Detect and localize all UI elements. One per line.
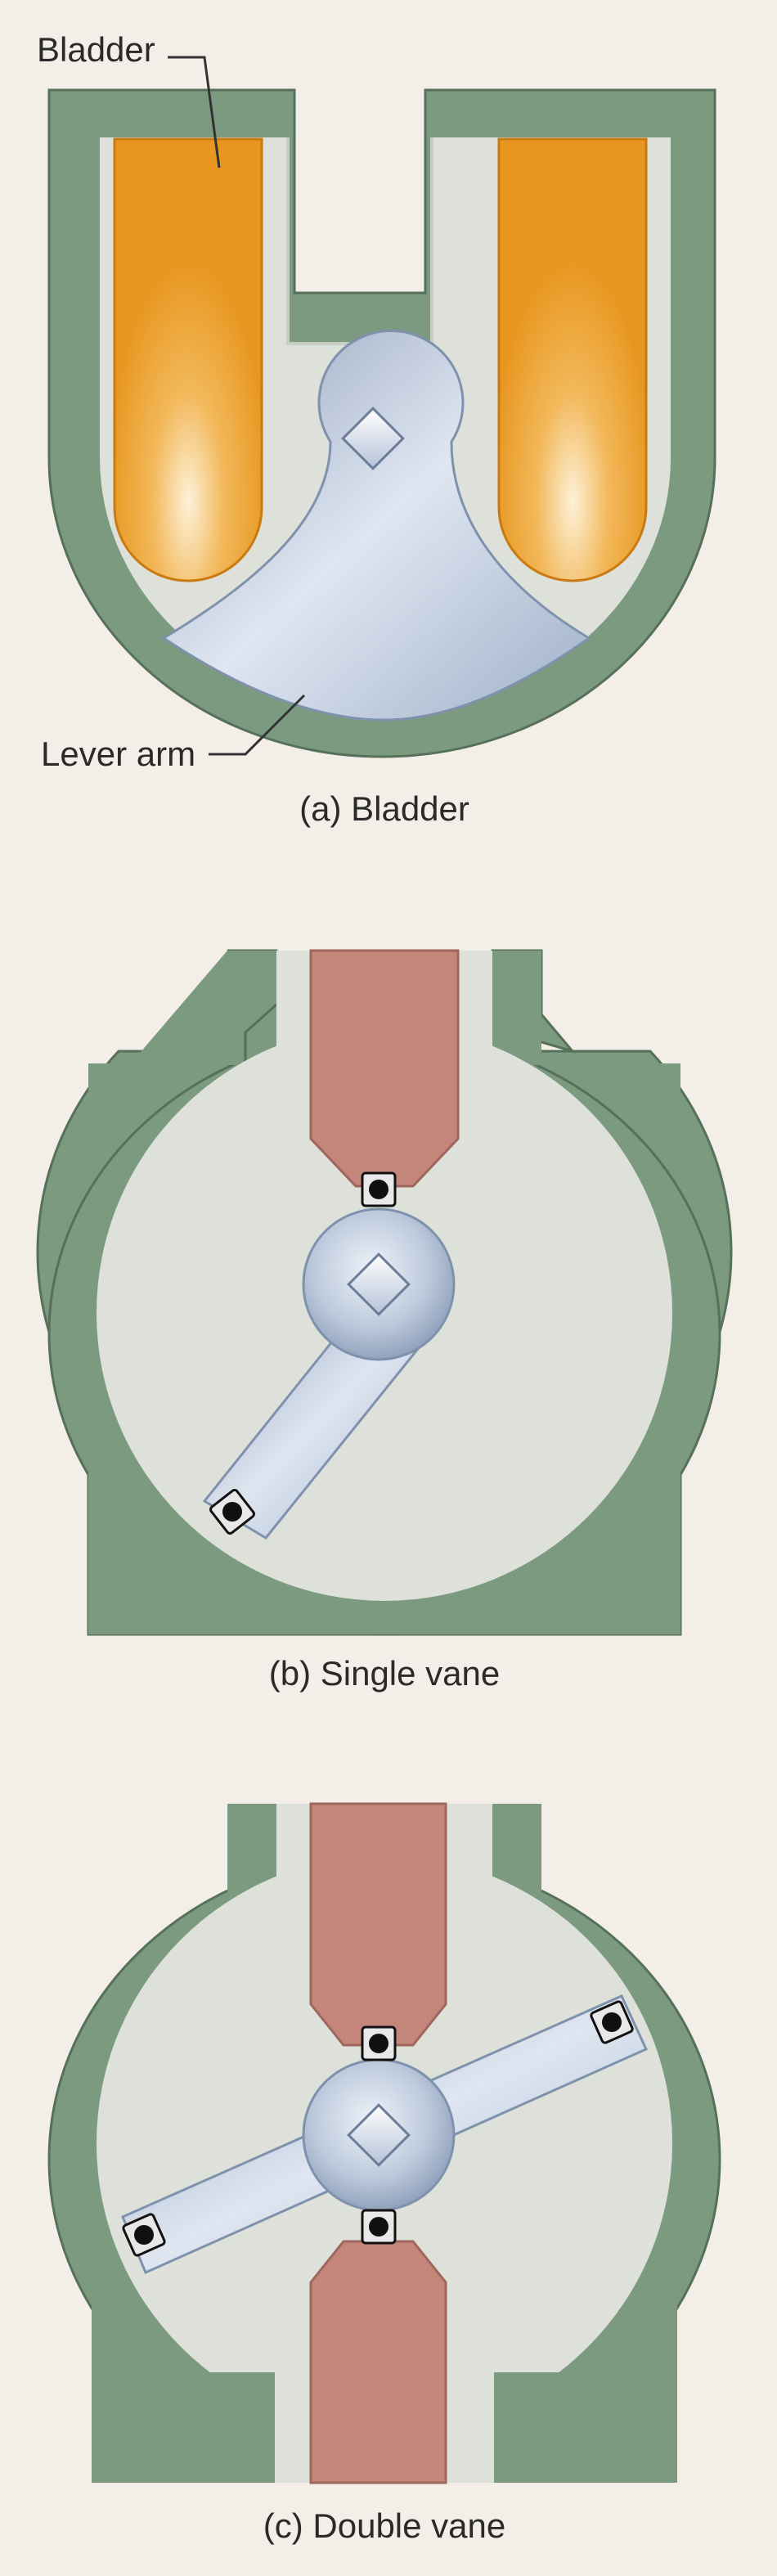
bladder-leader-line (168, 56, 221, 169)
seal-dot (369, 2034, 388, 2053)
shaft-icon (347, 1252, 411, 1316)
shaft-icon (341, 407, 405, 470)
panel-single-vane: (b) Single vane (36, 949, 733, 1693)
seal-dot (369, 2217, 388, 2237)
callout-lever-arm: Lever arm (41, 735, 195, 773)
seal-dot (222, 1502, 242, 1522)
housing-lower-right-wall (494, 2372, 677, 2483)
caption-single-vane: (b) Single vane (269, 1654, 501, 1693)
upper-vane-stop (309, 1802, 447, 2047)
left-bladder (113, 137, 263, 582)
caption-double-vane: (c) Double vane (263, 2506, 505, 2545)
callout-bladder: Bladder (37, 30, 155, 69)
housing-lower-left-wall (92, 2372, 275, 2483)
panel-double-vane: (c) Double vane (47, 1802, 721, 2545)
panel-bladder: Bladder Lever arm (a) Bladder (37, 30, 716, 828)
right-bladder (497, 137, 648, 582)
shaft-icon (347, 2103, 411, 2167)
caption-bladder: (a) Bladder (299, 789, 469, 828)
lever-arm-leader-line (209, 694, 306, 756)
seal-dot (602, 2012, 622, 2032)
vane-stop (309, 949, 460, 1188)
lower-vane-stop (309, 2240, 447, 2484)
seal-dot (134, 2225, 154, 2245)
housing-stem-shoulder-left (244, 1003, 278, 1063)
lever-arm (161, 329, 591, 722)
seal-dot (369, 1180, 388, 1199)
